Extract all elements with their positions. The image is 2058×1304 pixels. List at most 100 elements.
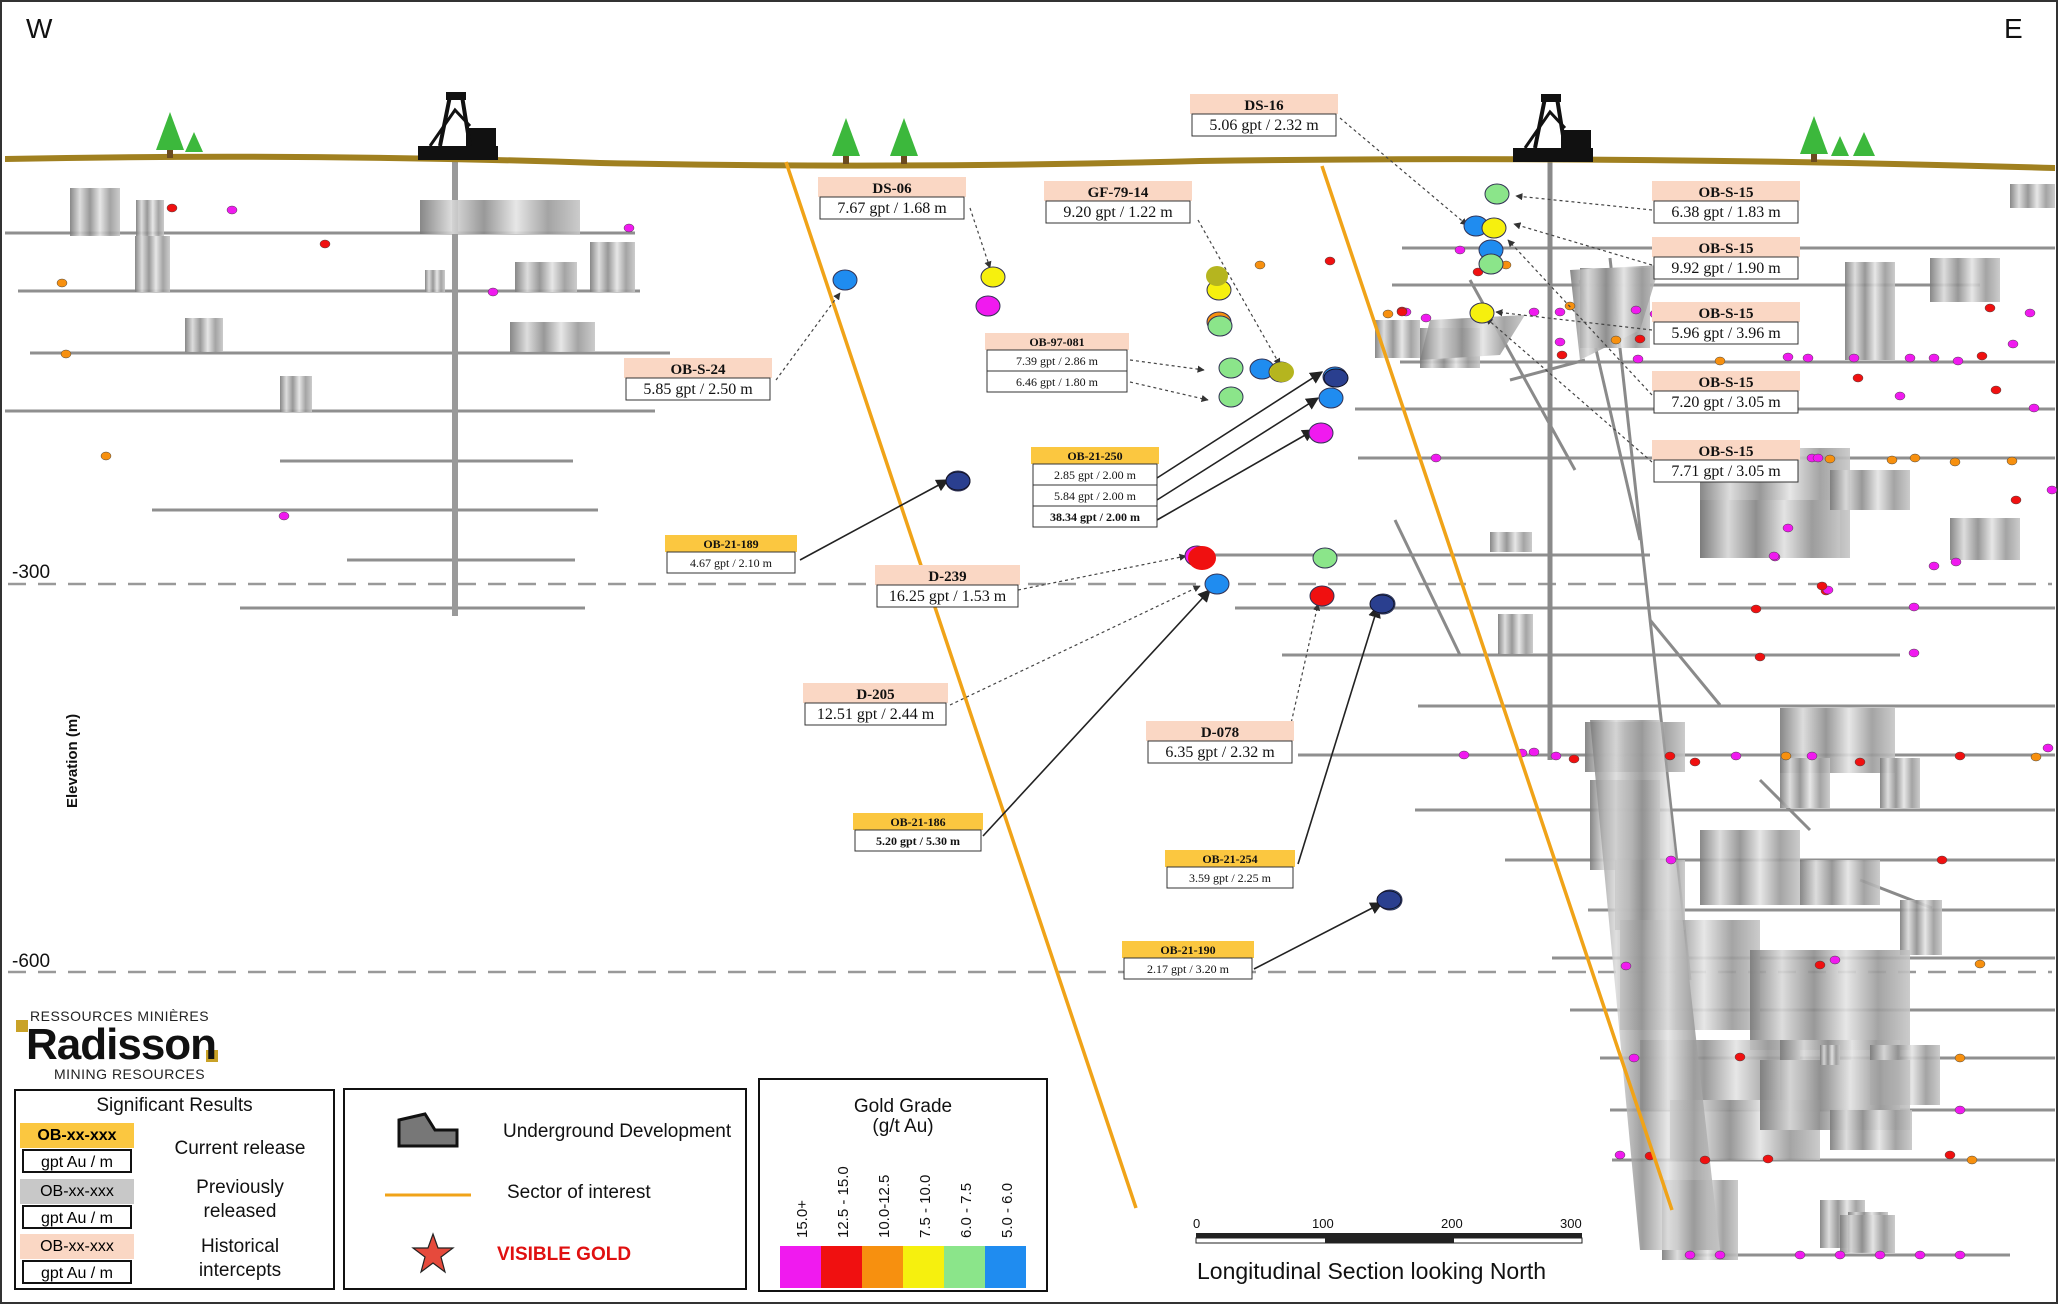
grade-label: 5.0 - 6.0 (999, 1183, 1016, 1238)
intercept-marker (832, 269, 858, 291)
callout-name: D-205 (856, 687, 894, 703)
grade-dot (100, 451, 112, 461)
grade-dot (1954, 751, 1966, 761)
callout-connector (1495, 309, 1653, 331)
callout-connector (1297, 604, 1381, 865)
grade-label: 12.5 - 15.0 (835, 1166, 852, 1238)
intercept-marker (945, 471, 971, 491)
gold-grade-units: (g/t Au) (872, 1116, 934, 1137)
callout-connector (1507, 239, 1653, 396)
callout-value: 5.96 gpt / 3.96 m (1671, 325, 1781, 342)
grade-swatch (821, 1246, 862, 1288)
callout-value-box (625, 377, 771, 401)
callout-header (803, 683, 948, 703)
grade-dot (1528, 307, 1540, 317)
callout-connector (1156, 371, 1324, 479)
callout-value-box (819, 196, 965, 220)
callout-value: 2.17 gpt / 3.20 m (1147, 962, 1230, 976)
historical-label-1: Historical (200, 1236, 280, 1257)
elevation-label-300: -300 (12, 562, 50, 583)
intercept-markers (832, 183, 1510, 911)
callout-header (1190, 94, 1338, 114)
grade-dot (1949, 457, 1961, 467)
callout-value-box (1032, 505, 1158, 528)
grade-dot (1782, 523, 1794, 533)
grade-label: 10.0-12.5 (876, 1175, 893, 1238)
grade-dot (1944, 1150, 1956, 1160)
grade-dot (2046, 485, 2058, 495)
company-logo-name: Radisson (26, 1020, 217, 1069)
elevation-label-600: -600 (12, 951, 50, 972)
ramp (1509, 358, 1586, 382)
callout-value-box (986, 370, 1128, 393)
callout-name: OB-S-15 (1698, 306, 1753, 322)
callout-name: DS-16 (1244, 98, 1284, 114)
callout-value: 7.71 gpt / 3.05 m (1671, 463, 1781, 480)
grade-dot (1699, 1155, 1711, 1165)
grade-swatch (985, 1246, 1026, 1288)
callout-value-box (1653, 459, 1799, 483)
stope (1590, 720, 1720, 1250)
stope (280, 376, 312, 412)
callout-ob-s-24: OB-S-245.85 gpt / 2.50 m (624, 358, 772, 401)
current-release-tag: OB-xx-xxx (20, 1123, 134, 1148)
previous-release-label-1: Previously (196, 1177, 284, 1198)
east-label: E (2004, 13, 2023, 44)
callout-value-box (854, 829, 982, 852)
callout-gf-79-14: GF-79-149.20 gpt / 1.22 m (1044, 181, 1192, 224)
grade-dot (1802, 353, 1814, 363)
stope (1498, 614, 1533, 654)
grade-dot (1782, 352, 1794, 362)
grade-dot (166, 203, 178, 213)
grade-dot (1420, 313, 1432, 323)
callout-ob-s-15-e: OB-S-157.71 gpt / 3.05 m (1652, 440, 1800, 483)
grade-dot (1396, 307, 1408, 317)
section-title: Longitudinal Section looking North (1197, 1258, 1547, 1284)
scale-tick-200: 200 (1441, 1216, 1463, 1231)
historical-tag: OB-xx-xxx (20, 1234, 134, 1259)
stope (515, 262, 577, 292)
callout-value: 16.25 gpt / 1.53 m (889, 588, 1007, 605)
callout-value-box (1147, 740, 1293, 764)
grade-dot (1952, 356, 1964, 366)
callout-connector (1339, 117, 1468, 226)
callout-header (1122, 941, 1254, 958)
stope (1830, 470, 1910, 510)
intercept-marker (1204, 573, 1230, 595)
callout-header (853, 813, 983, 830)
grade-dot (1812, 453, 1824, 463)
visible-gold-label: VISIBLE GOLD (497, 1244, 632, 1265)
intercept-marker (1207, 315, 1233, 337)
grade-dot (1966, 1155, 1978, 1165)
callout-value: 9.92 gpt / 1.90 m (1671, 260, 1781, 277)
ramp (1608, 257, 1692, 981)
historical-label-2: intercepts (198, 1260, 282, 1281)
grade-label: 6.0 - 7.5 (958, 1183, 975, 1238)
stope (1490, 532, 1532, 552)
logo-mark (16, 1020, 28, 1032)
grade-dot (1628, 1053, 1640, 1063)
grade-dot (1990, 385, 2002, 395)
callout-value-box (1191, 113, 1337, 137)
intercept-marker (1318, 387, 1344, 409)
grade-dot (1886, 455, 1898, 465)
grade-dot (1762, 1154, 1774, 1164)
callout-connector (982, 589, 1211, 837)
grade-dot (1780, 751, 1792, 761)
callout-name: OB-21-186 (890, 815, 945, 829)
previous-release-label-2: released (203, 1201, 277, 1222)
stope (420, 200, 580, 234)
grade-dot (1974, 959, 1986, 969)
grade-dot (1614, 1150, 1626, 1160)
callout-value-box (1166, 866, 1294, 889)
callout-name: D-078 (1201, 725, 1239, 741)
stope (1750, 950, 1910, 1050)
grade-dot (1950, 557, 1962, 567)
callout-name: OB-21-254 (1202, 852, 1257, 866)
stope (1930, 258, 2000, 302)
intercept-marker (1270, 362, 1294, 382)
callout-connector (1156, 397, 1320, 501)
